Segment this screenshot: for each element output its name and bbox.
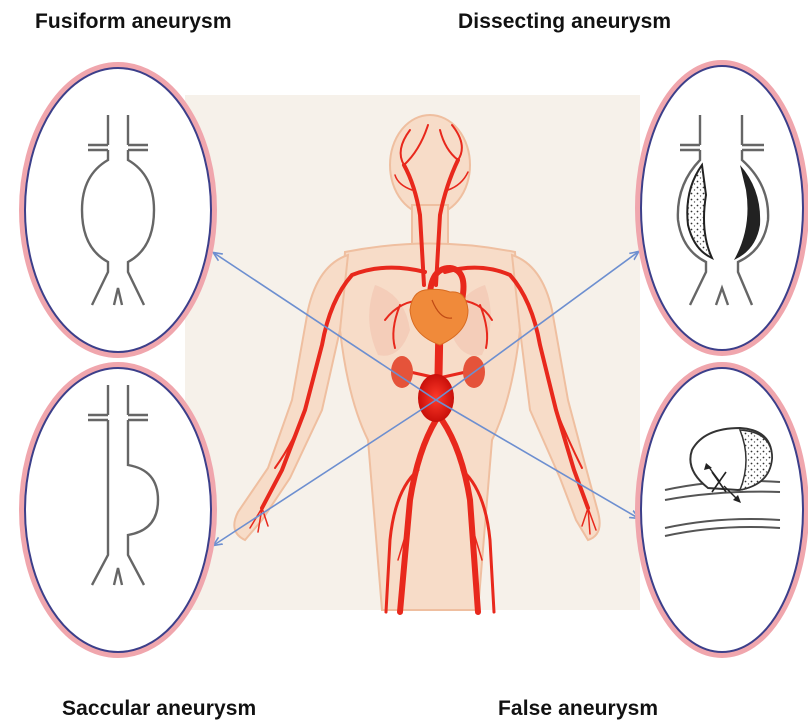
ellipse-dissecting [638, 63, 806, 353]
ellipse-fusiform [22, 65, 214, 355]
label-false-aneurysm: False aneurysm [498, 697, 658, 721]
label-fusiform-aneurysm: Fusiform aneurysm [35, 10, 232, 34]
label-dissecting-aneurysm: Dissecting aneurysm [458, 10, 671, 34]
ellipse-false [638, 365, 806, 655]
abdominal-aneurysm [418, 374, 454, 422]
ellipse-saccular [22, 365, 214, 655]
label-saccular-aneurysm: Saccular aneurysm [62, 697, 256, 721]
